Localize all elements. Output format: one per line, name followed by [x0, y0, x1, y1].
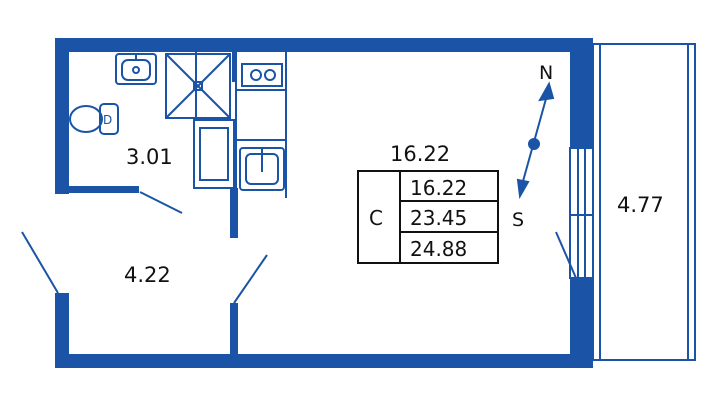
entry-door-right	[233, 254, 268, 304]
appliance-box	[193, 119, 235, 189]
kitchen-wall-lower	[230, 303, 238, 361]
balcony-door	[555, 231, 577, 279]
compass-south-label: S	[512, 209, 524, 231]
bath-partition	[67, 186, 139, 193]
bathroom-area-label: 3.01	[126, 145, 173, 169]
left-stub	[55, 186, 69, 194]
window	[569, 147, 594, 279]
area-table-code: С	[369, 206, 383, 230]
stove-icon	[241, 63, 283, 87]
hallway-area-label: 4.22	[124, 263, 171, 287]
compass-north-label: N	[539, 62, 553, 84]
shower-tray-icon	[165, 53, 231, 119]
right-wall-lower	[570, 278, 593, 368]
kitchen-wall	[230, 188, 238, 238]
compass-icon	[516, 81, 555, 200]
area-table	[357, 170, 499, 264]
kitchen-sink-icon	[239, 147, 285, 191]
top-wall	[55, 38, 593, 52]
entry-door-left	[21, 231, 59, 294]
interior-walls	[67, 52, 238, 361]
exterior-walls	[55, 38, 593, 368]
area-table-living: 16.22	[410, 176, 467, 200]
balcony-area-label: 4.77	[617, 193, 664, 217]
svg-text:D: D	[103, 113, 112, 127]
area-table-total: 23.45	[410, 206, 467, 230]
area-table-total-with-balcony: 24.88	[410, 237, 467, 261]
toilet-icon: D	[69, 103, 119, 135]
door-swings	[21, 191, 577, 304]
sink-icon	[115, 53, 157, 85]
thin-lines	[195, 52, 287, 198]
kitchen-partition	[232, 52, 237, 82]
left-wall-upper	[55, 38, 69, 190]
bath-door	[139, 191, 183, 214]
right-wall-upper	[570, 38, 593, 148]
left-wall-lower	[55, 293, 69, 368]
main-room-area-label: 16.22	[390, 142, 450, 166]
bottom-wall	[55, 354, 593, 368]
